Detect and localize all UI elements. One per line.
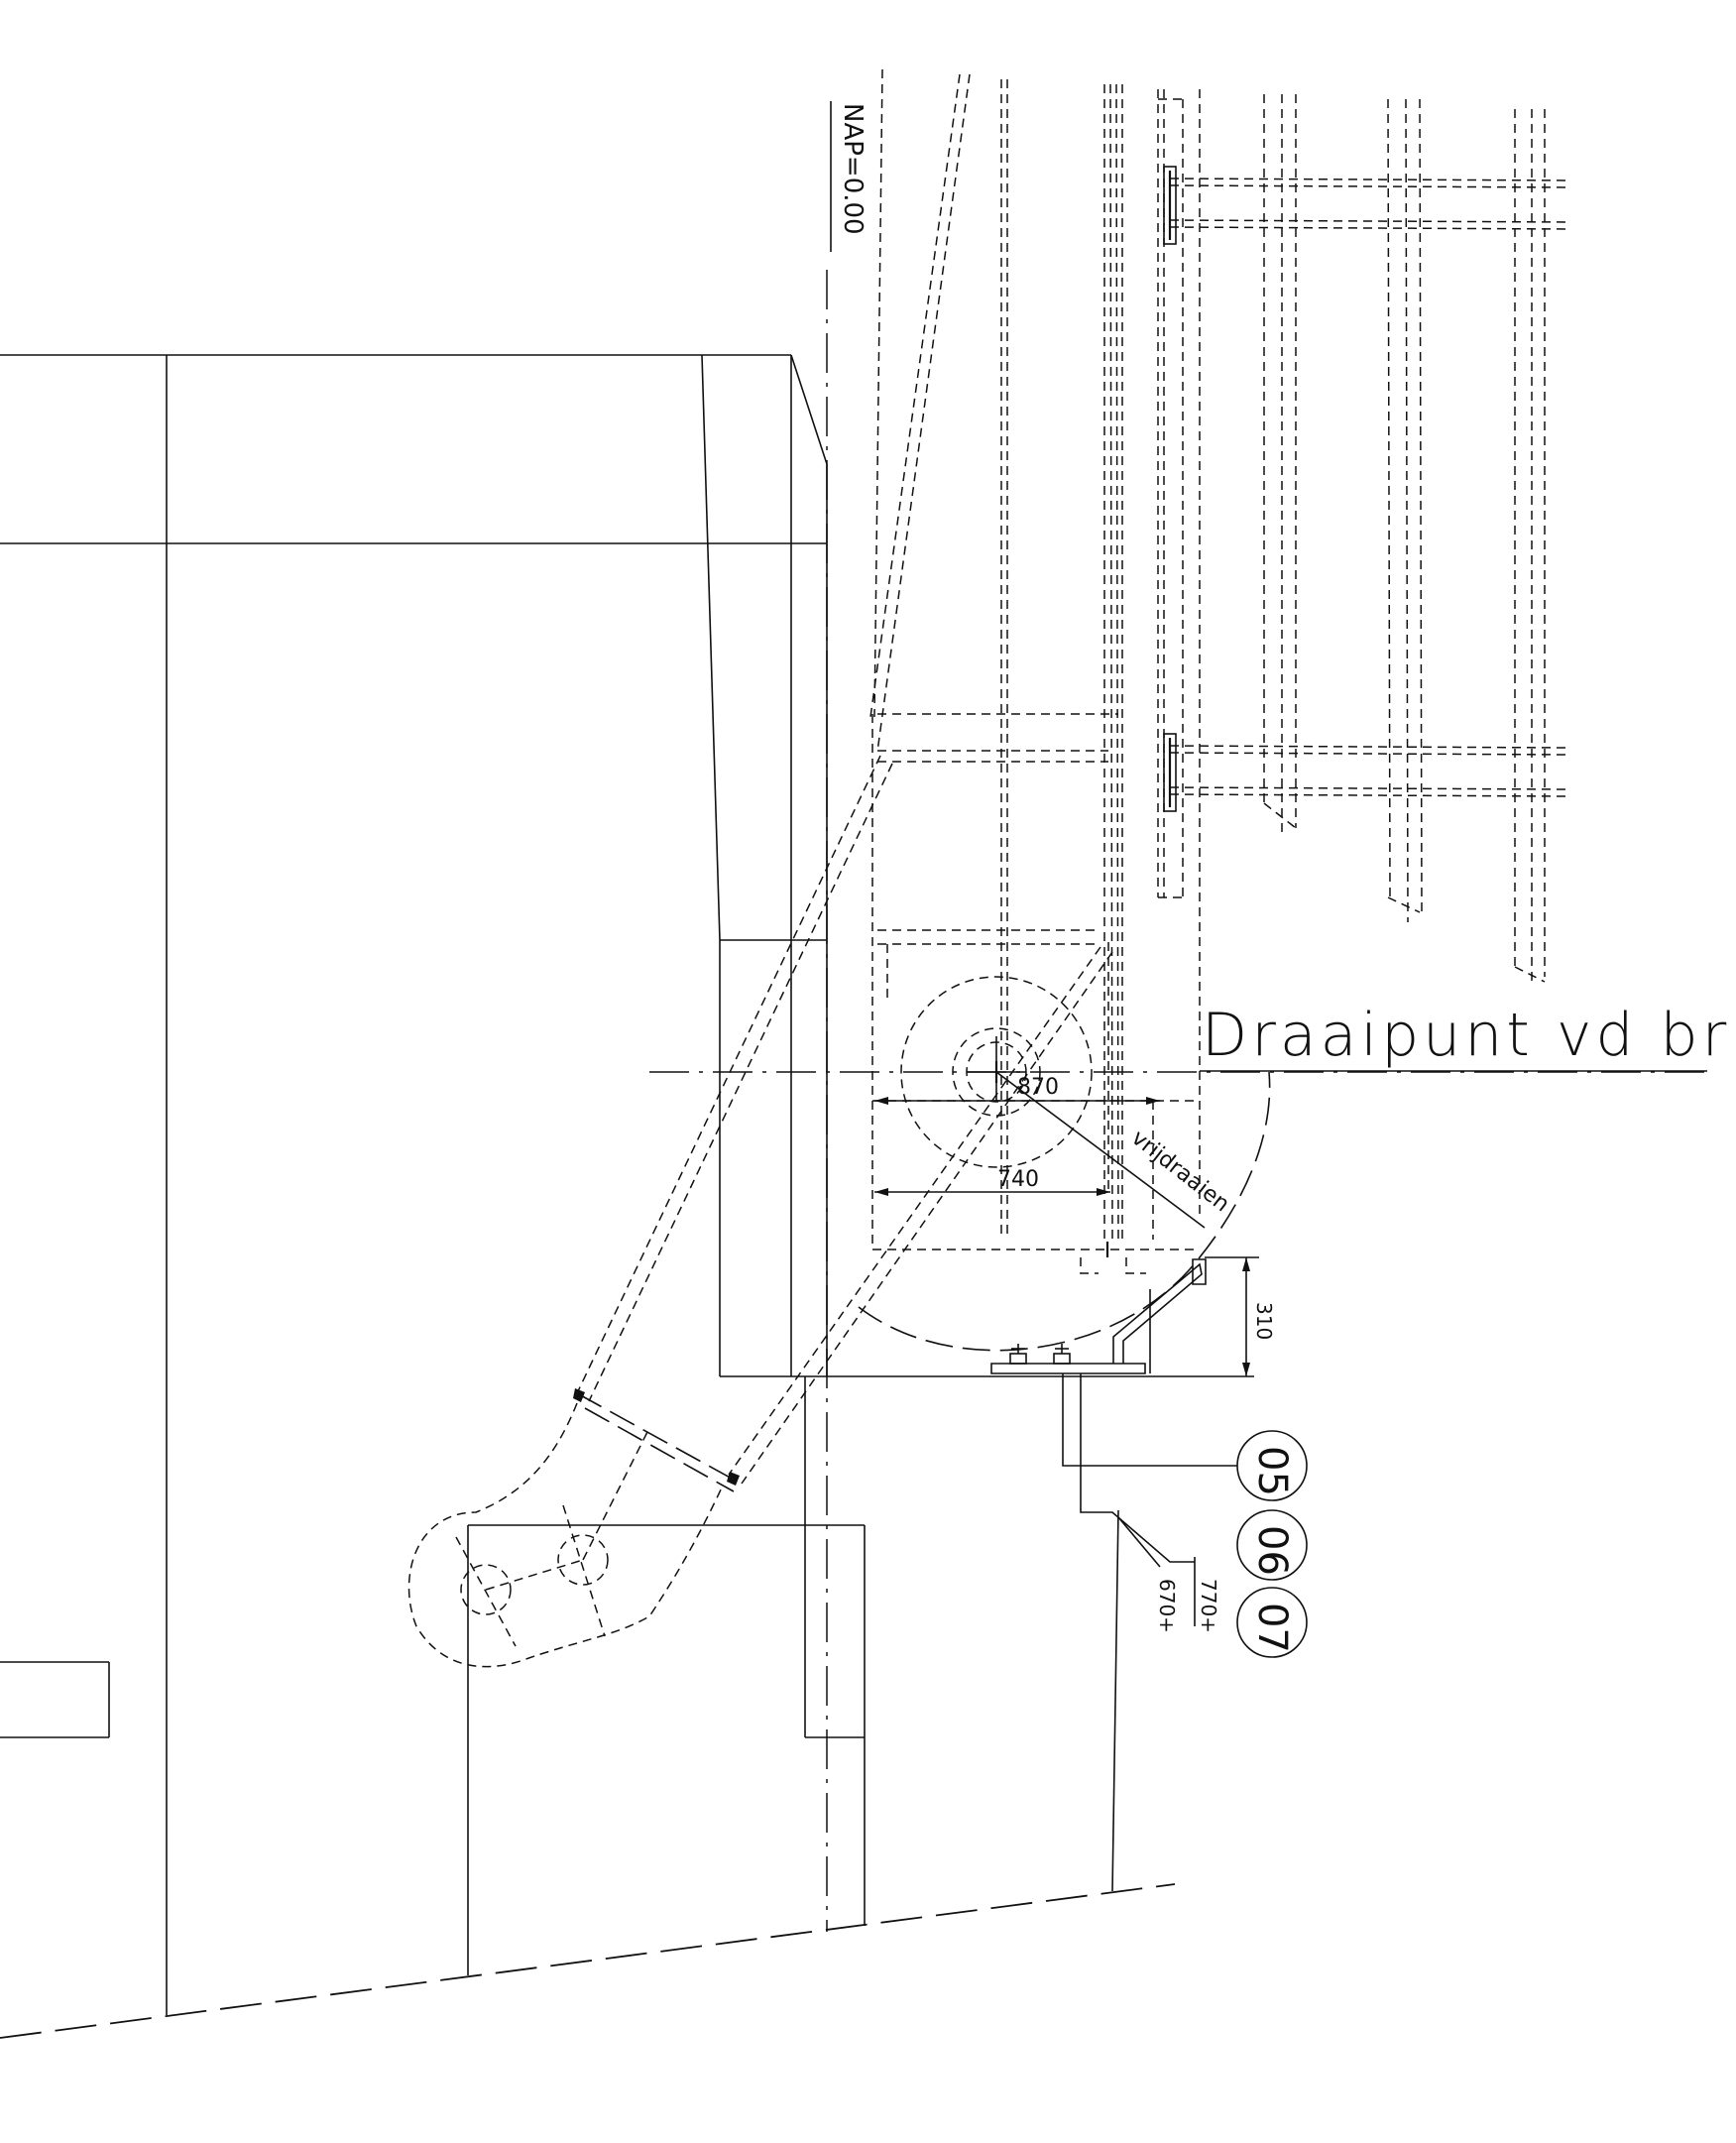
rail-members (1163, 94, 1572, 983)
dimension-310-group: 310 (1252, 1302, 1276, 1340)
leader-lines (1062, 1373, 1237, 1626)
diagonal-strut (407, 755, 1113, 1668)
callout-05: 05 (1249, 1446, 1295, 1496)
dimension-770: 770+ (1197, 1579, 1220, 1633)
pivot-assembly (858, 976, 1271, 1352)
dimension-770-group: 770+ (1197, 1579, 1220, 1633)
clearance-label: vrijdraaien (1126, 1126, 1233, 1217)
pivot-label: Draaipunt vd brug (1202, 1001, 1736, 1070)
callout-06: 06 (1249, 1525, 1295, 1576)
callout-bubbles: 05 06 07 (1236, 1430, 1308, 1658)
centre-lines (649, 270, 1707, 1932)
dimension-670: 670+ (1155, 1579, 1179, 1633)
bearing-bracket (990, 1256, 1259, 1376)
abutment-outline (0, 354, 1254, 2039)
dimension-670-group: 670+ (1155, 1579, 1179, 1633)
callout-07: 07 (1249, 1603, 1295, 1653)
nap-label-group: NAP=0.00 (838, 103, 868, 235)
dimension-870: 870 (1017, 1075, 1059, 1100)
clearance-label-group: vrijdraaien (1126, 1126, 1233, 1217)
dimension-740: 740 (997, 1167, 1039, 1192)
nap-label: NAP=0.00 (838, 103, 868, 235)
dimension-310: 310 (1252, 1302, 1276, 1340)
